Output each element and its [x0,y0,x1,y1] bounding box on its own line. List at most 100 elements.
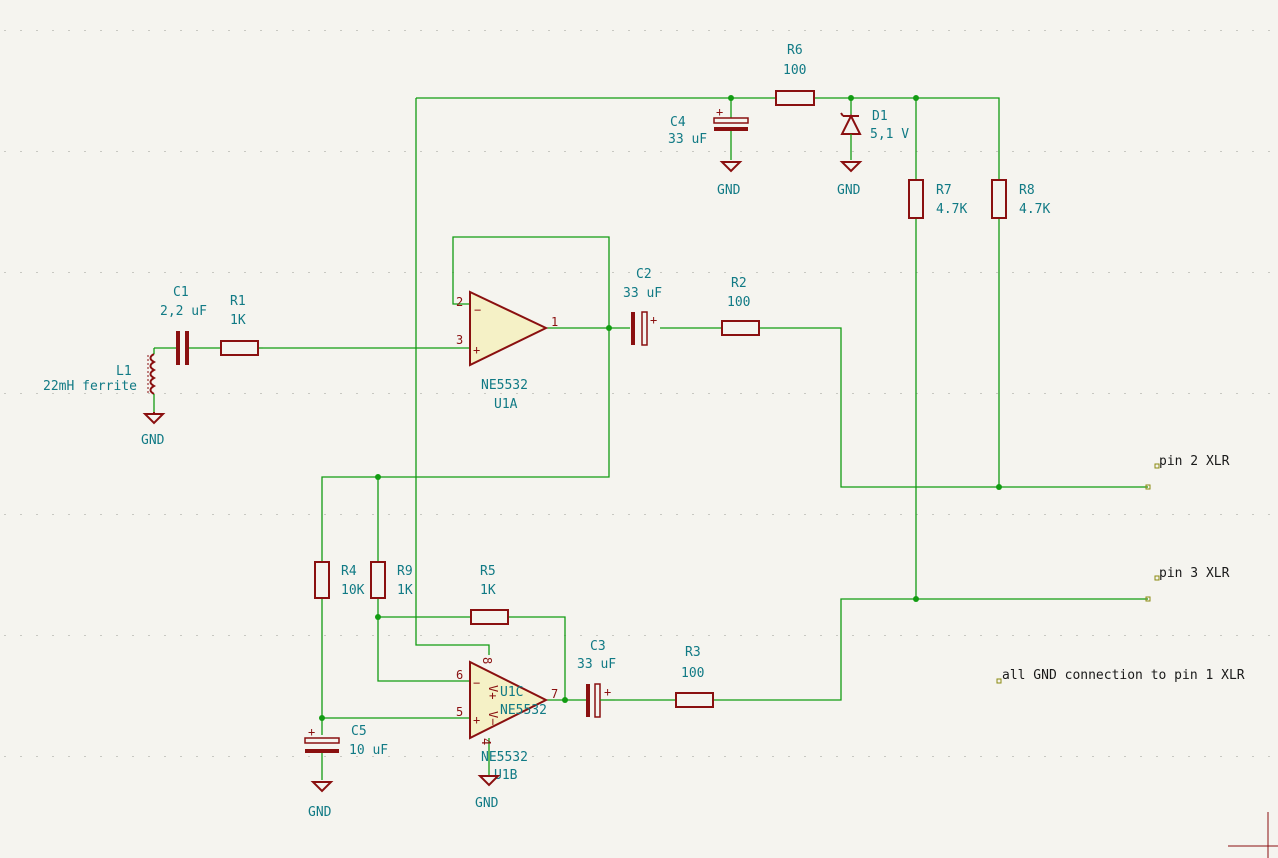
grid-dot [52,30,54,31]
grid-dot [644,635,646,636]
grid-dot [724,272,726,273]
grid-dot [244,393,246,394]
grid-dot [468,635,470,636]
grid-dot [580,756,582,757]
resistor-r3[interactable]: R3 100 [675,645,714,708]
resistor-r2[interactable]: R2 100 [721,276,760,336]
grid-dot [804,272,806,273]
grid-dot [1076,151,1078,152]
grid-dot [372,30,374,31]
grid-dot [276,272,278,273]
grid-dot [340,756,342,757]
grid-dot [148,514,150,515]
grid-dot [996,30,998,31]
grid-dot [724,514,726,515]
grid-dot [772,272,774,273]
grid-dot [1108,514,1110,515]
grid-dot [1044,30,1046,31]
grid-dot [708,756,710,757]
grid-dot [52,393,54,394]
grid-dot [436,30,438,31]
grid-dot [628,151,630,152]
grid-dot [1172,393,1174,394]
svg-text:V−: V− [486,711,500,725]
grid-dot [308,272,310,273]
grid-dot [1156,756,1158,757]
grid-dot [420,635,422,636]
capacitor-c4[interactable]: + C4 33 uF [668,105,749,160]
grid-dot [980,272,982,273]
resistor-r6[interactable]: R6 100 [775,43,815,106]
resistor-r9[interactable]: R9 1K [370,561,413,599]
opamp-u1b[interactable]: − + 6 5 7 NE5532 U1B [456,660,558,783]
svg-text:5: 5 [456,705,463,719]
grid-dot [852,635,854,636]
grid-dot [388,393,390,394]
grid-dot [548,30,550,31]
grid-dot [1092,151,1094,152]
u1b-ref: U1B [494,768,518,783]
grid-dot [884,635,886,636]
grid-dot [612,393,614,394]
grid-dot [996,151,998,152]
grid-dot [1156,514,1158,515]
grid-dot [436,151,438,152]
resistor-r5[interactable]: R5 1K [470,564,509,625]
grid-dot [20,635,22,636]
opamp-u1c[interactable]: 8 V+ V− 4 U1C NE5532 [479,657,547,745]
grid-dot [116,756,118,757]
grid-dot [548,514,550,515]
grid-dot [84,151,86,152]
opamp-u1a[interactable]: − + 2 3 1 NE5532 U1A [456,290,558,412]
grid-dot [500,272,502,273]
capacitor-c5[interactable]: + C5 10 uF [304,724,388,780]
grid-dot [692,30,694,31]
grid-dot [260,393,262,394]
grid-dot [852,272,854,273]
grid-dot [676,151,678,152]
grid-dot [1172,272,1174,273]
grid-dot [180,272,182,273]
grid-dot [1108,272,1110,273]
inductor-l1[interactable]: L1 22mH ferrite [43,348,157,412]
grid-dot [260,514,262,515]
grid-dot [852,151,854,152]
capacitor-c3[interactable]: + C3 33 uF [577,639,616,718]
resistor-r7[interactable]: R7 4.7K [908,179,967,219]
grid-dot [1156,393,1158,394]
grid-dot [740,30,742,31]
capacitor-c2[interactable]: + C2 33 uF [623,267,662,346]
grid-dot [4,393,6,394]
resistor-r1[interactable]: R1 1K [220,294,259,356]
gnd-note: all GND connection to pin 1 XLR [1002,668,1245,683]
grid-dot [692,514,694,515]
grid-dot [980,30,982,31]
grid-dot [4,272,6,273]
grid-dot [1092,756,1094,757]
resistor-r4[interactable]: R4 10K [314,561,365,599]
diode-d1[interactable]: D1 5,1 V [840,109,909,160]
grid-dot [724,756,726,757]
grid-dot [484,30,486,31]
grid-dot [500,514,502,515]
capacitor-c1[interactable]: C1 2,2 uF [160,285,221,365]
grid-dot [564,272,566,273]
grid-dot [1140,635,1142,636]
grid-dot [356,272,358,273]
grid-dot [484,393,486,394]
grid-dot [1012,514,1014,515]
grid-dot [884,514,886,515]
grid-dot [308,30,310,31]
grid-dot [580,151,582,152]
grid-dot [628,514,630,515]
resistor-r8[interactable]: R8 4.7K [991,179,1050,219]
grid-dot [740,514,742,515]
grid-dot [1140,393,1142,394]
grid-dot [20,393,22,394]
u1b-value: NE5532 [481,750,528,765]
grid-dot [500,151,502,152]
grid-dot [1204,30,1206,31]
grid-dot [180,393,182,394]
grid-dot [948,30,950,31]
grid-dot [804,30,806,31]
